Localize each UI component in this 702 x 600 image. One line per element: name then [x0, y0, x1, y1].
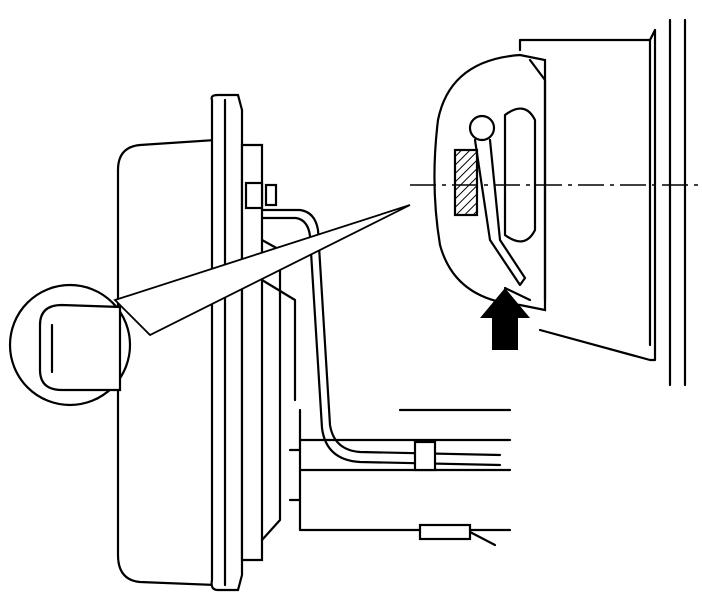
brake-pipe: [260, 208, 502, 472]
pipe-clip: [413, 440, 437, 472]
magnifier-callout: [8, 204, 411, 407]
brake-drum: [116, 93, 297, 592]
detail-inset: [433, 18, 687, 387]
piston: [503, 107, 537, 243]
bleed-nipple: [244, 181, 264, 210]
dust-cap: [38, 303, 122, 392]
seal: [453, 148, 479, 217]
arrow-up-icon: [480, 288, 530, 350]
